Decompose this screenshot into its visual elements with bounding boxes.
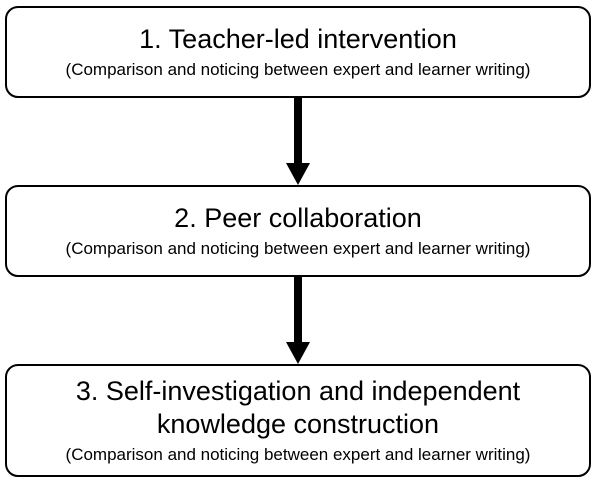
step-box-peer-collaboration: 2. Peer collaboration (Comparison and no…	[5, 185, 591, 277]
step-subtitle: (Comparison and noticing between expert …	[65, 445, 531, 464]
step-title: 1. Teacher-led intervention	[139, 24, 457, 54]
step-box-self-investigation: 3. Self-investigation and independent kn…	[5, 364, 591, 477]
down-arrow-icon	[286, 98, 310, 185]
step-subtitle: (Comparison and noticing between expert …	[65, 239, 531, 258]
down-arrow-icon	[286, 277, 310, 364]
step-box-teacher-led: 1. Teacher-led intervention (Comparison …	[5, 6, 591, 98]
step-title: 2. Peer collaboration	[174, 203, 422, 233]
step-title: 3. Self-investigation and independent kn…	[75, 376, 521, 439]
step-subtitle: (Comparison and noticing between expert …	[65, 60, 531, 79]
